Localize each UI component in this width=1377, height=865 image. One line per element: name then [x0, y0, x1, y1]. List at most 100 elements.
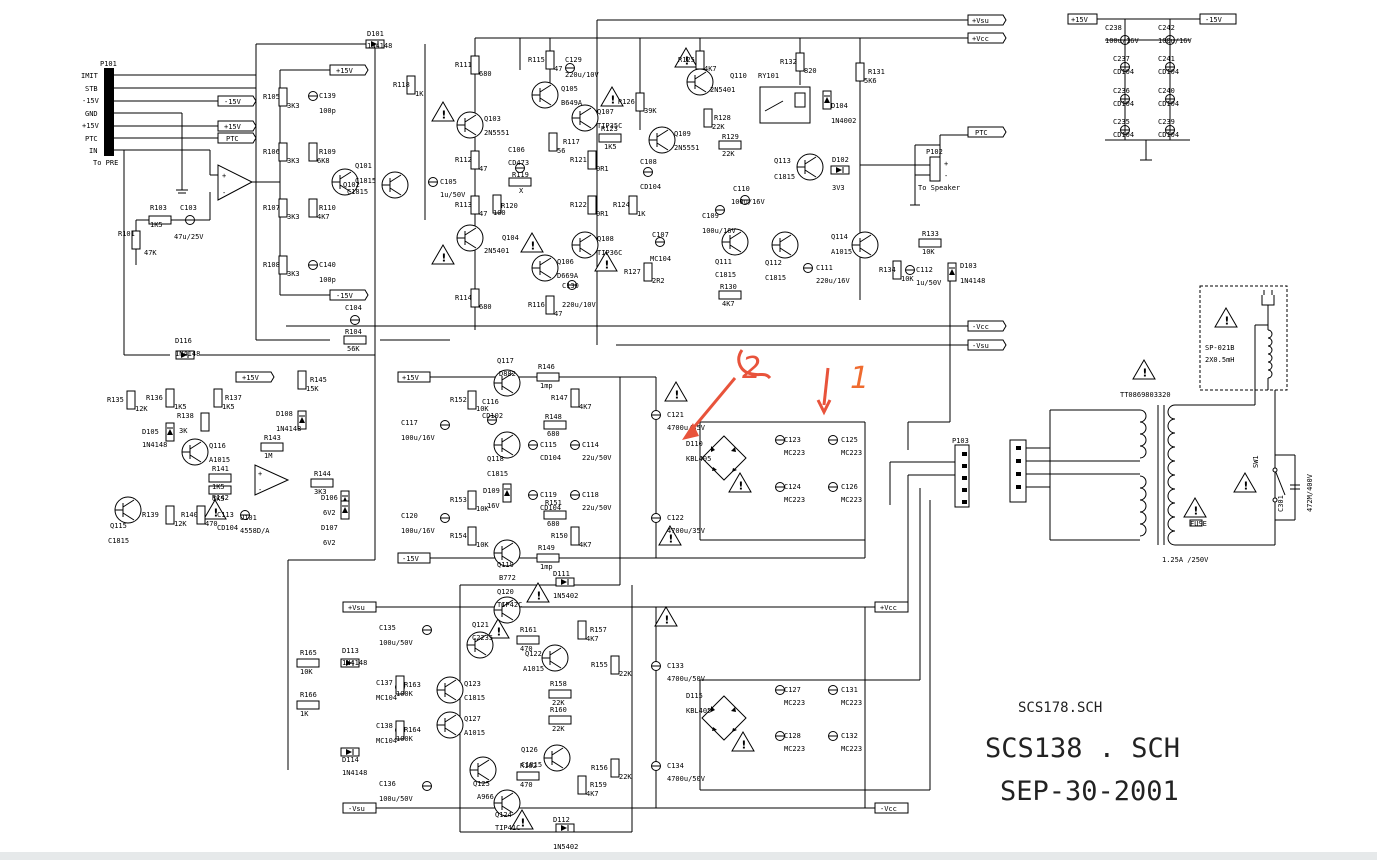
- ref-c114: C114: [582, 441, 599, 449]
- value-c134: 4700u/50V: [667, 775, 706, 783]
- rail-label-neg15-a: -15V: [336, 292, 354, 300]
- ref-q120: Q120: [497, 588, 514, 596]
- component-d110: [701, 435, 747, 481]
- svg-text:!: !: [674, 389, 679, 402]
- ref-c132: C132: [841, 732, 858, 740]
- ref-r158: R158: [550, 680, 567, 688]
- ref-r121: R121: [570, 156, 587, 164]
- component-r139: [165, 505, 175, 525]
- component-c115: [528, 440, 538, 450]
- svg-text:!: !: [213, 507, 218, 520]
- component-c136: [422, 781, 432, 791]
- component-r101: [131, 230, 141, 250]
- value-r115: 47: [554, 65, 562, 73]
- ref-q123: Q123: [464, 680, 481, 688]
- ref-r126: R126: [618, 98, 635, 106]
- component-c139: [308, 91, 318, 101]
- value-r162: 470: [520, 781, 533, 789]
- value-q119: B772: [499, 574, 516, 582]
- component-c129: [565, 63, 575, 73]
- transformer-ref: TT0869803320: [1120, 391, 1171, 399]
- ref-r149: R149: [538, 544, 555, 552]
- ref-r108: R108: [263, 261, 280, 269]
- value-r122: 0R1: [596, 210, 609, 218]
- ref-r142: R142: [212, 494, 229, 502]
- ref-c239: C239: [1158, 118, 1175, 126]
- component-c131: [828, 685, 838, 695]
- ref-r148: R148: [545, 413, 562, 421]
- ref-q124: Q124: [495, 811, 512, 819]
- component-q127: [436, 711, 464, 739]
- fuse-rating: 1.25A /250V: [1162, 556, 1209, 564]
- ref-d113: D113: [342, 647, 359, 655]
- value-c113: CD104: [217, 524, 238, 532]
- ref-r165: R165: [300, 649, 317, 657]
- value-r129: 22K: [722, 150, 735, 158]
- value-d108: 1N4148: [276, 425, 301, 433]
- rail-labels: +Vsu +Vcc -Vcc -Vsu PTC +15V -15V -15V +…: [217, 13, 1237, 814]
- value-q122: A1015: [523, 665, 544, 673]
- value-c115: CD104: [540, 454, 561, 462]
- component-r152: [467, 390, 477, 410]
- connector-p103: P103: [952, 437, 970, 508]
- value-r152: 10K: [476, 405, 489, 413]
- title-sch-name: SCS138 . SCH: [985, 733, 1180, 764]
- value-r119: X: [519, 187, 524, 195]
- transformer: TT0869803320 FUSE 1.25A /250V: [1009, 391, 1209, 564]
- ref-r124: R124: [613, 201, 630, 209]
- value-r111: 680: [479, 70, 492, 78]
- value-r109: 6K8: [317, 157, 330, 165]
- ref-d101: D101: [367, 30, 384, 38]
- component-d105: [165, 422, 175, 442]
- ref-d111: D111: [553, 570, 570, 578]
- value-c126: MC223: [841, 496, 862, 504]
- ref-r109: R109: [319, 148, 336, 156]
- rail-label-neg15-b: -15V: [224, 98, 242, 106]
- component-r106: [278, 142, 288, 162]
- value-d104: 1N4002: [831, 117, 856, 125]
- value-d107: 6V2: [323, 539, 336, 547]
- warning-triangle-icon: !: [731, 731, 755, 752]
- warning-triangle-icon: !: [1214, 307, 1238, 328]
- component-r127: [643, 262, 653, 282]
- ref-r133: R133: [922, 230, 939, 238]
- value-r151: 680: [547, 520, 560, 528]
- ref-c128: C128: [784, 732, 801, 740]
- component-r132: [795, 52, 805, 72]
- rail-label-vsu-neg: -Vsu: [972, 342, 989, 350]
- component-c109: [715, 205, 725, 215]
- ref-c140: C140: [319, 261, 336, 269]
- component-d102: [830, 165, 850, 175]
- ref-r153: R153: [450, 496, 467, 504]
- component-c106: [515, 163, 525, 173]
- ref-r154: R154: [450, 532, 467, 540]
- component-c119: [528, 490, 538, 500]
- svg-text:!: !: [1243, 480, 1248, 493]
- component-c108: [643, 167, 653, 177]
- value-r128: 22K: [712, 123, 725, 131]
- rail-label-neg15-d: -15V: [402, 555, 420, 563]
- ref-q116: Q116: [209, 442, 226, 450]
- ref-q102: Q102: [343, 181, 360, 189]
- component-r113: [470, 195, 480, 215]
- component-c140: [308, 260, 318, 270]
- ref-d103: D103: [960, 262, 977, 270]
- value-r142: 1K5: [212, 495, 225, 503]
- warning-triangle-icon: !: [654, 606, 678, 627]
- title-block: SCS178.SCH SCS138 . SCH SEP-30-2001: [985, 700, 1180, 807]
- component-r155: [610, 655, 620, 675]
- value-d110: KBL405: [686, 455, 711, 463]
- value-c106: CD473: [508, 159, 529, 167]
- component-q118: [493, 431, 521, 459]
- component-q103: [456, 111, 484, 139]
- value-q123: C1815: [464, 694, 485, 702]
- value-c139: 100p: [319, 107, 336, 115]
- value-r144: 3K3: [314, 488, 327, 496]
- value-r138: 3K: [179, 427, 188, 435]
- rail-label-ptc-b: PTC: [226, 135, 239, 143]
- value-c138: MC104: [376, 737, 397, 745]
- component-r157: [577, 620, 587, 640]
- value-c111: 220u/16V: [816, 277, 851, 285]
- decoupling-bank: [1097, 18, 1200, 161]
- ref-r136: R136: [146, 394, 163, 402]
